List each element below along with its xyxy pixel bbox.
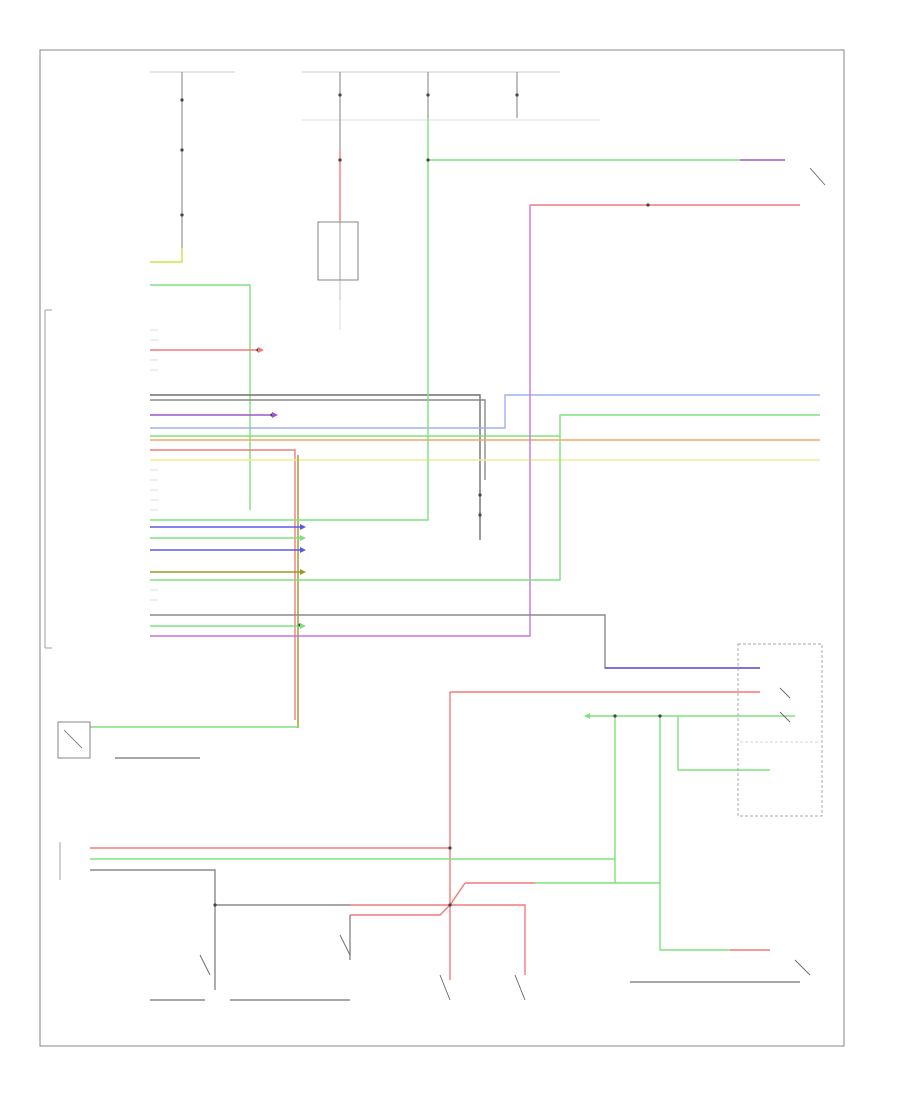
wire-green-row-436 <box>150 414 820 437</box>
wire-pink-row-450 <box>150 449 296 720</box>
junction-dots <box>180 93 662 907</box>
wire-violet-long-drop <box>150 205 531 637</box>
wire-gray-row-870 <box>90 869 216 990</box>
wire-green-top-drop <box>150 118 429 521</box>
wire-green-row-770 <box>677 716 770 771</box>
wire-gray-row-395 <box>150 394 481 540</box>
wire-green-row-580 <box>150 436 561 581</box>
wire-gray-row-615 <box>150 614 760 669</box>
diagram-frame <box>39 49 845 1047</box>
connector-pins <box>150 329 158 601</box>
fuse-drops <box>181 72 518 250</box>
wire-pink-row-915 <box>350 904 451 916</box>
relay-block <box>317 215 359 330</box>
wire-pink-row-905b <box>450 904 526 975</box>
fuse-rails <box>150 71 600 121</box>
hood-switch-symbol <box>57 721 91 759</box>
wire-gray-row-400 <box>150 399 486 480</box>
wire-pink-row-905 <box>350 882 466 906</box>
door-switch-block <box>737 643 823 817</box>
wire-green-relay-out <box>150 284 251 510</box>
wire-yellowgreen-top-left <box>150 248 183 263</box>
wire-green-drop-660 <box>659 716 730 951</box>
wire-arrows <box>258 347 590 719</box>
switch-symbols <box>199 167 826 1001</box>
control-unit-bracket <box>44 309 52 649</box>
wire-lightblue-row-428 <box>150 394 820 429</box>
